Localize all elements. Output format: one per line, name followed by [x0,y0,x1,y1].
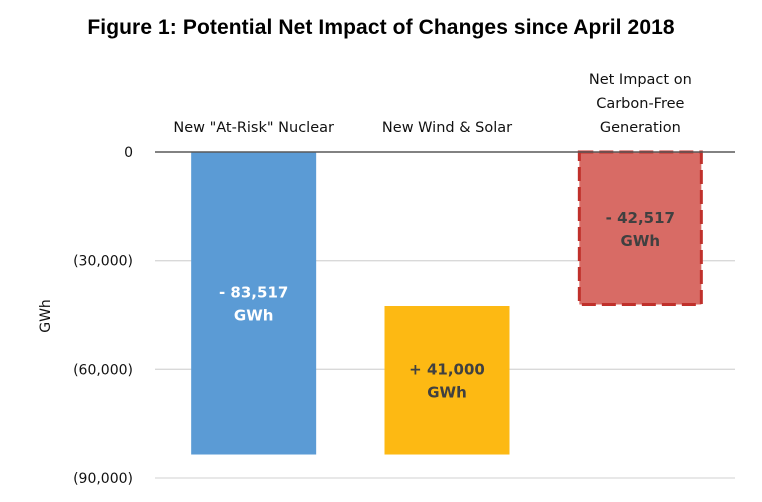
bars [191,150,703,455]
category-labels: New "At-Risk" Nuclear New Wind & Solar Net… [173,72,691,136]
y-axis-label: GWh [38,299,54,333]
category-label: Net Impact on [589,72,692,88]
data-label: GWh [427,383,467,401]
data-label: GWh [621,232,661,250]
category-label: Carbon-Free [596,96,684,112]
y-tick-label: (60,000) [73,362,133,378]
y-tick-labels: 0 (30,000) (60,000) (90,000) [73,145,133,487]
data-label: - 83,517 [219,283,288,301]
bar [191,152,317,455]
category-label: New "At-Risk" Nuclear [173,120,334,136]
category-label: Generation [600,120,681,136]
y-tick-label: (90,000) [73,471,133,487]
data-label: - 42,517 [606,209,675,227]
category-label: New Wind & Solar [382,120,512,136]
bar [577,150,703,307]
bar [384,306,510,455]
chart-title: Figure 1: Potential Net Impact of Change… [87,16,675,39]
y-tick-label: 0 [124,145,133,161]
y-tick-label: (30,000) [73,254,133,270]
data-label: + 41,000 [409,360,485,378]
data-label: GWh [234,306,274,324]
